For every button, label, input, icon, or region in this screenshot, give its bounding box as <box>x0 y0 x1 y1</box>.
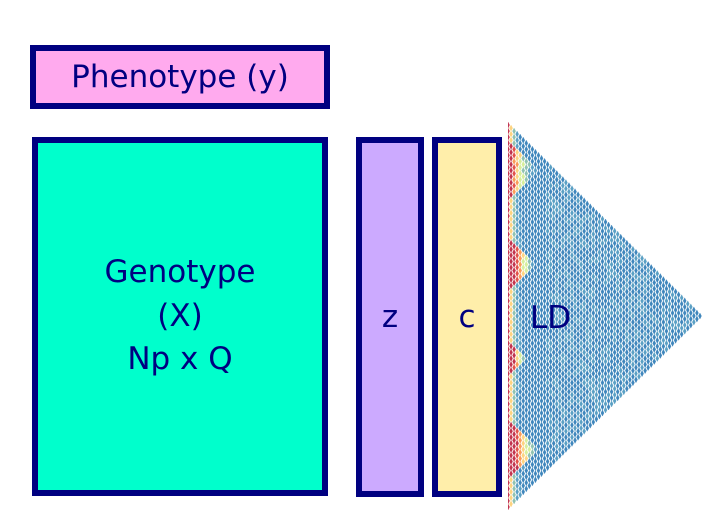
z-vector-box: z <box>356 137 424 497</box>
genotype-label: Genotype <box>104 254 256 291</box>
genotype-symbol: (X) <box>157 297 203 334</box>
phenotype-label: Phenotype (y) <box>71 59 289 95</box>
z-label: z <box>381 299 399 335</box>
genotype-dimensions: Np x Q <box>127 341 233 378</box>
ld-heatmap <box>508 122 702 511</box>
c-label: c <box>458 299 476 335</box>
ld-label: LD <box>530 300 572 336</box>
phenotype-box: Phenotype (y) <box>30 45 330 109</box>
genotype-matrix-box: Genotype (X) Np x Q <box>32 137 328 496</box>
c-vector-box: c <box>432 137 502 497</box>
ld-cells <box>508 122 702 511</box>
